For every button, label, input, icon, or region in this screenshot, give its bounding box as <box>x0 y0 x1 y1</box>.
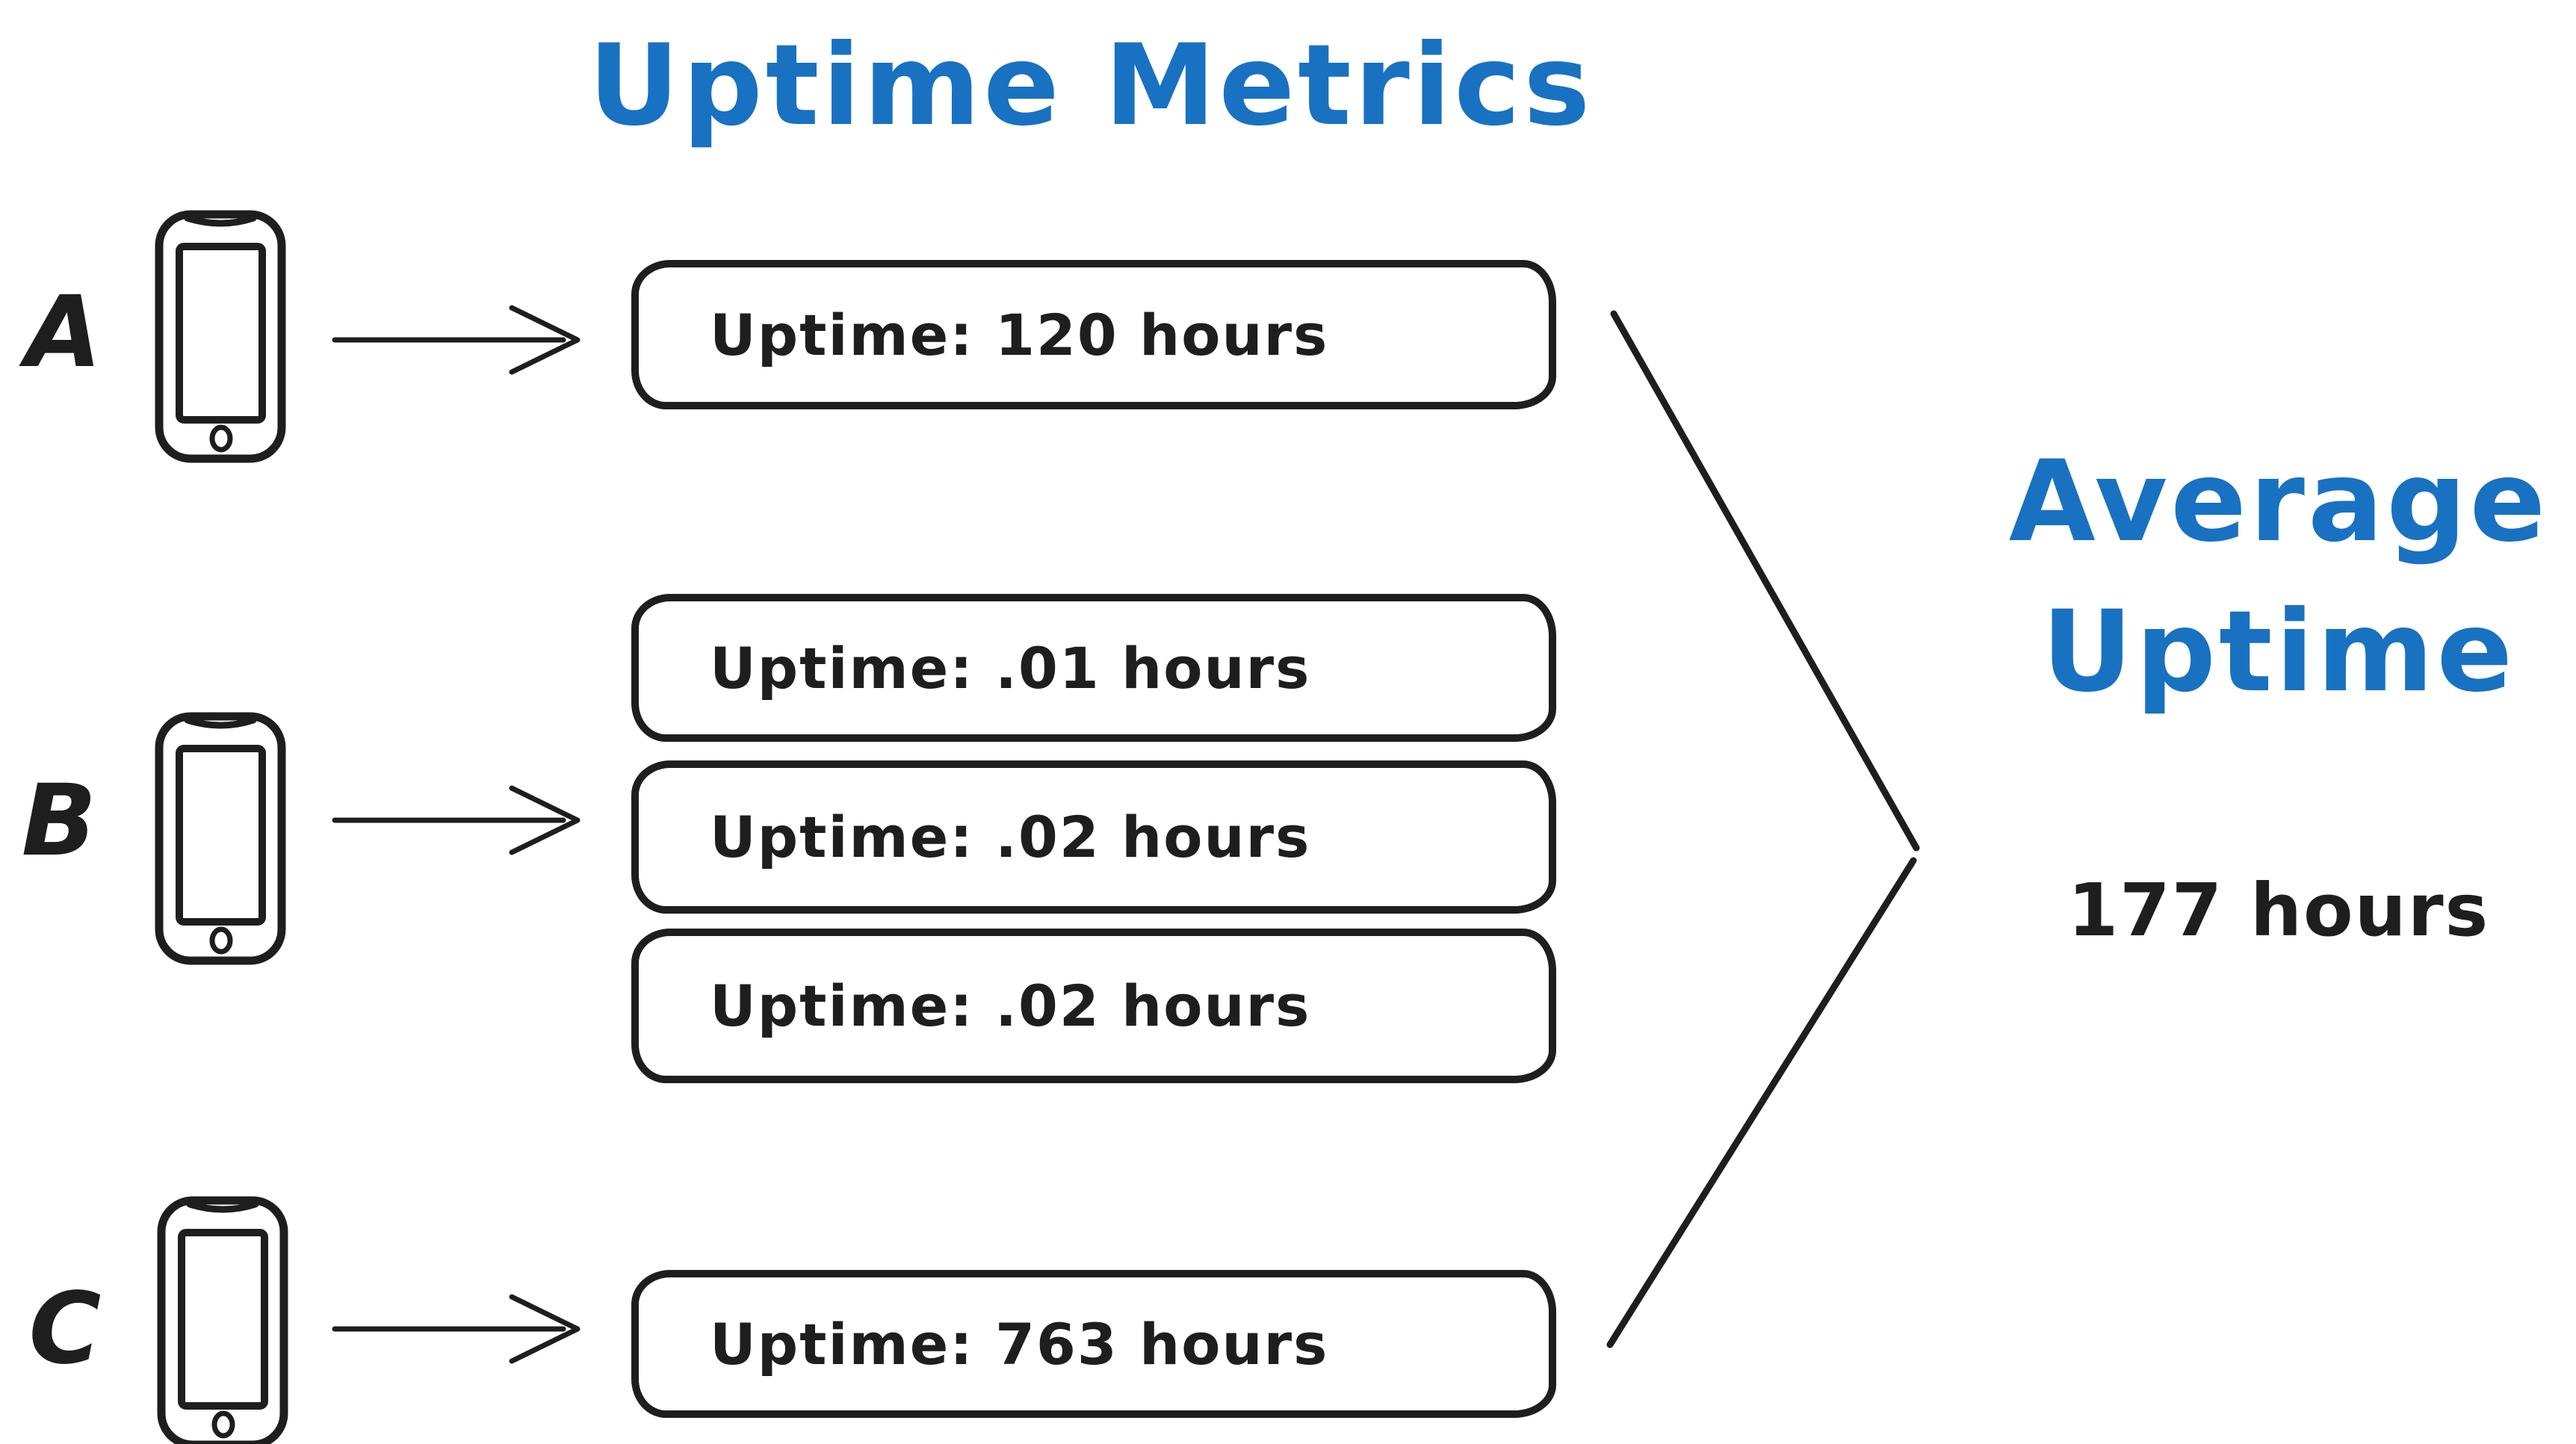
metric-box: Uptime: 120 hours <box>631 260 1556 409</box>
metric-box-text: Uptime: .01 hours <box>710 634 1311 701</box>
arrow-icon <box>332 785 580 855</box>
metric-box-text: Uptime: 120 hours <box>710 301 1329 368</box>
result-title-line2: Uptime <box>2041 587 2516 717</box>
metric-box: Uptime: .01 hours <box>631 594 1556 742</box>
metric-box-text: Uptime: 763 hours <box>710 1310 1329 1378</box>
metric-box: Uptime: 763 hours <box>631 1270 1556 1418</box>
device-label-b: B <box>21 763 97 879</box>
device-label-c: C <box>28 1271 102 1386</box>
phone-icon <box>155 712 286 965</box>
arrow-icon <box>332 1294 580 1364</box>
metric-box-text: Uptime: .02 hours <box>710 804 1311 870</box>
result-value: 177 hours <box>2067 868 2490 952</box>
device-label-a: A <box>25 275 102 390</box>
result-title: Average Uptime <box>1980 427 2576 728</box>
phone-icon <box>157 1196 288 1444</box>
phone-icon <box>155 210 286 463</box>
arrow-icon <box>332 305 580 375</box>
metric-box-text: Uptime: .02 hours <box>710 973 1311 1039</box>
converge-chevron-icon <box>1606 310 1920 1348</box>
result-title-line1: Average <box>2008 437 2549 567</box>
metric-box: Uptime: .02 hours <box>631 760 1556 914</box>
diagram-title: Uptime Metrics <box>588 21 1594 151</box>
metric-box: Uptime: .02 hours <box>631 929 1556 1083</box>
